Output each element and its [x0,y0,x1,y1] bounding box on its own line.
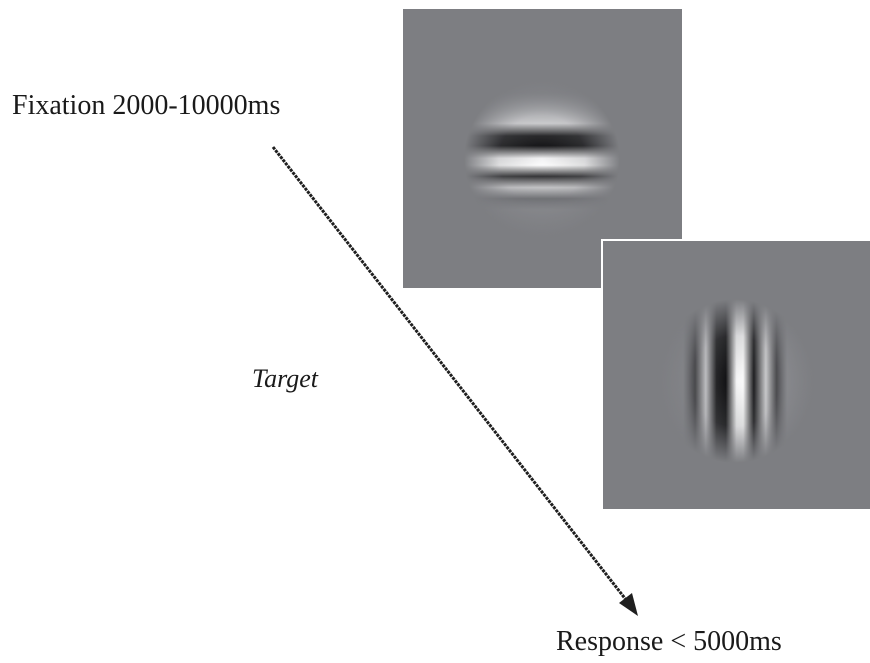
stimulus-panel-vertical [603,241,870,509]
fixation-label: Fixation 2000-10000ms [12,90,281,121]
gabor-vertical [603,241,870,509]
response-label: Response < 5000ms [556,626,782,657]
arrow-head-icon [619,593,638,616]
target-label: Target [252,364,318,393]
